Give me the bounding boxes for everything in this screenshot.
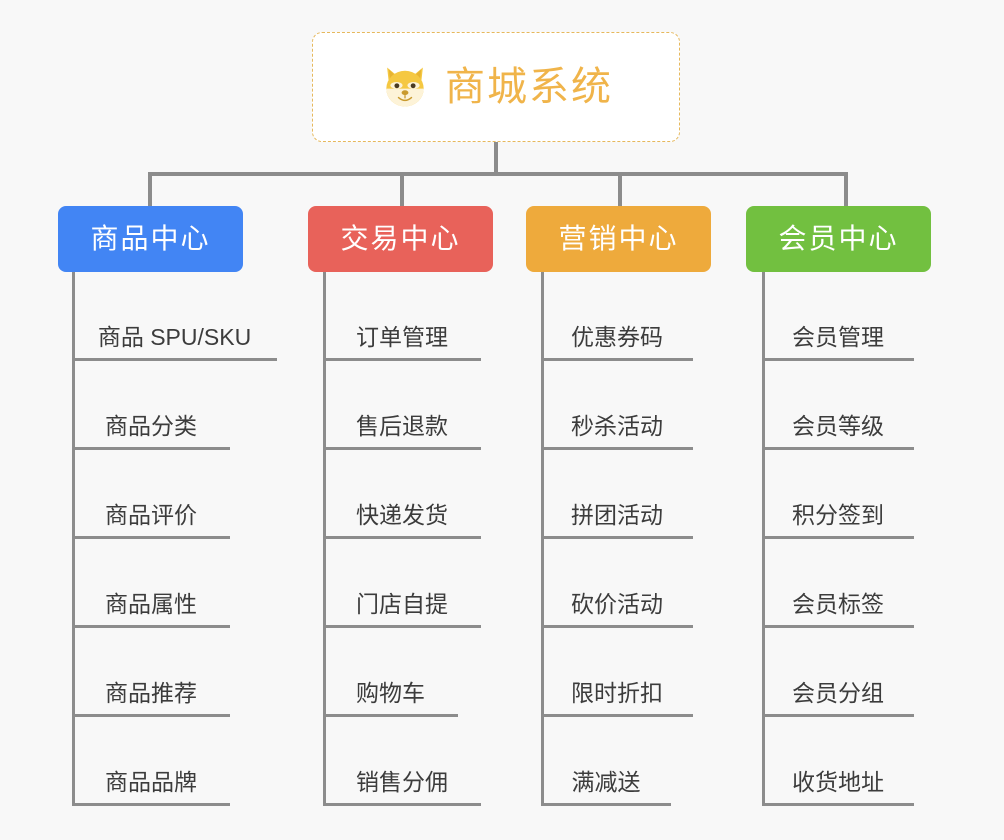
leaf-item[interactable]: 优惠券码 bbox=[541, 272, 693, 361]
leaf-item[interactable]: 会员等级 bbox=[762, 361, 914, 450]
leaf-item[interactable]: 门店自提 bbox=[323, 539, 481, 628]
branch-label-2: 交易中心 bbox=[340, 223, 461, 254]
leaf-label: 秒杀活动 bbox=[571, 413, 663, 440]
branch-drop-line-1 bbox=[148, 172, 152, 208]
leaf-item[interactable]: 商品属性 bbox=[72, 539, 230, 628]
leaf-label: 限时折扣 bbox=[571, 680, 663, 707]
branch-drop-line-2 bbox=[400, 172, 404, 208]
leaf-label: 会员标签 bbox=[792, 591, 884, 618]
leaf-item[interactable]: 商品品牌 bbox=[72, 717, 230, 806]
leaf-label: 商品品牌 bbox=[105, 769, 197, 796]
branch-box-3[interactable]: 营销中心 bbox=[526, 206, 711, 272]
leaf-label: 商品属性 bbox=[105, 591, 197, 618]
branch-drop-line-3 bbox=[618, 172, 622, 208]
leaf-label: 会员分组 bbox=[792, 680, 884, 707]
leaf-item[interactable]: 销售分佣 bbox=[323, 717, 481, 806]
leaf-spine-2 bbox=[323, 272, 326, 806]
leaf-label: 快递发货 bbox=[356, 502, 448, 529]
leaf-label: 商品 SPU/SKU bbox=[97, 324, 252, 351]
root-title: 商城系统 bbox=[445, 65, 613, 109]
leaf-item[interactable]: 售后退款 bbox=[323, 361, 481, 450]
leaf-item[interactable]: 会员标签 bbox=[762, 539, 914, 628]
branch-label-1: 商品中心 bbox=[90, 223, 211, 254]
leaf-label: 拼团活动 bbox=[571, 502, 663, 529]
leaf-spine-4 bbox=[762, 272, 765, 806]
branch-box-1[interactable]: 商品中心 bbox=[58, 206, 243, 272]
leaf-item[interactable]: 商品分类 bbox=[72, 361, 230, 450]
branch-box-4[interactable]: 会员中心 bbox=[746, 206, 931, 272]
leaf-item[interactable]: 商品评价 bbox=[72, 450, 230, 539]
branch-bus-line bbox=[148, 172, 848, 176]
leaf-label: 商品评价 bbox=[105, 502, 197, 529]
branch-box-2[interactable]: 交易中心 bbox=[308, 206, 493, 272]
root-node[interactable]: 商城系统 bbox=[312, 32, 680, 142]
leaf-label: 收货地址 bbox=[792, 769, 884, 796]
branch-label-3: 营销中心 bbox=[558, 223, 679, 254]
leaf-spine-1 bbox=[72, 272, 75, 806]
leaf-item[interactable]: 商品推荐 bbox=[72, 628, 230, 717]
leaf-item[interactable]: 收货地址 bbox=[762, 717, 914, 806]
leaf-label: 销售分佣 bbox=[356, 769, 448, 796]
leaf-label: 门店自提 bbox=[356, 591, 448, 618]
leaf-spine-3 bbox=[541, 272, 544, 806]
leaf-item[interactable]: 会员管理 bbox=[762, 272, 914, 361]
leaf-item[interactable]: 会员分组 bbox=[762, 628, 914, 717]
branch-drop-line-4 bbox=[844, 172, 848, 208]
leaf-item[interactable]: 拼团活动 bbox=[541, 450, 693, 539]
leaf-item[interactable]: 商品 SPU/SKU bbox=[72, 272, 277, 361]
leaf-item[interactable]: 订单管理 bbox=[323, 272, 481, 361]
leaf-item[interactable]: 快递发货 bbox=[323, 450, 481, 539]
leaf-label: 积分签到 bbox=[792, 502, 884, 529]
leaf-label: 售后退款 bbox=[356, 413, 448, 440]
leaf-label: 满减送 bbox=[571, 769, 641, 796]
leaf-label: 砍价活动 bbox=[571, 591, 663, 618]
leaf-item[interactable]: 砍价活动 bbox=[541, 539, 693, 628]
leaf-label: 优惠券码 bbox=[571, 324, 663, 351]
leaf-label: 商品分类 bbox=[105, 413, 197, 440]
branch-label-4: 会员中心 bbox=[778, 223, 899, 254]
leaf-label: 购物车 bbox=[356, 680, 425, 707]
leaf-item[interactable]: 积分签到 bbox=[762, 450, 914, 539]
dog-face-icon bbox=[386, 67, 424, 107]
leaf-item[interactable]: 满减送 bbox=[541, 717, 671, 806]
leaf-label: 商品推荐 bbox=[105, 680, 197, 707]
leaf-label: 会员管理 bbox=[792, 324, 884, 351]
leaf-label: 订单管理 bbox=[356, 324, 448, 351]
leaf-item[interactable]: 购物车 bbox=[323, 628, 458, 717]
leaf-item[interactable]: 秒杀活动 bbox=[541, 361, 693, 450]
root-stem-line bbox=[494, 142, 498, 174]
leaf-item[interactable]: 限时折扣 bbox=[541, 628, 693, 717]
leaf-label: 会员等级 bbox=[792, 413, 884, 440]
